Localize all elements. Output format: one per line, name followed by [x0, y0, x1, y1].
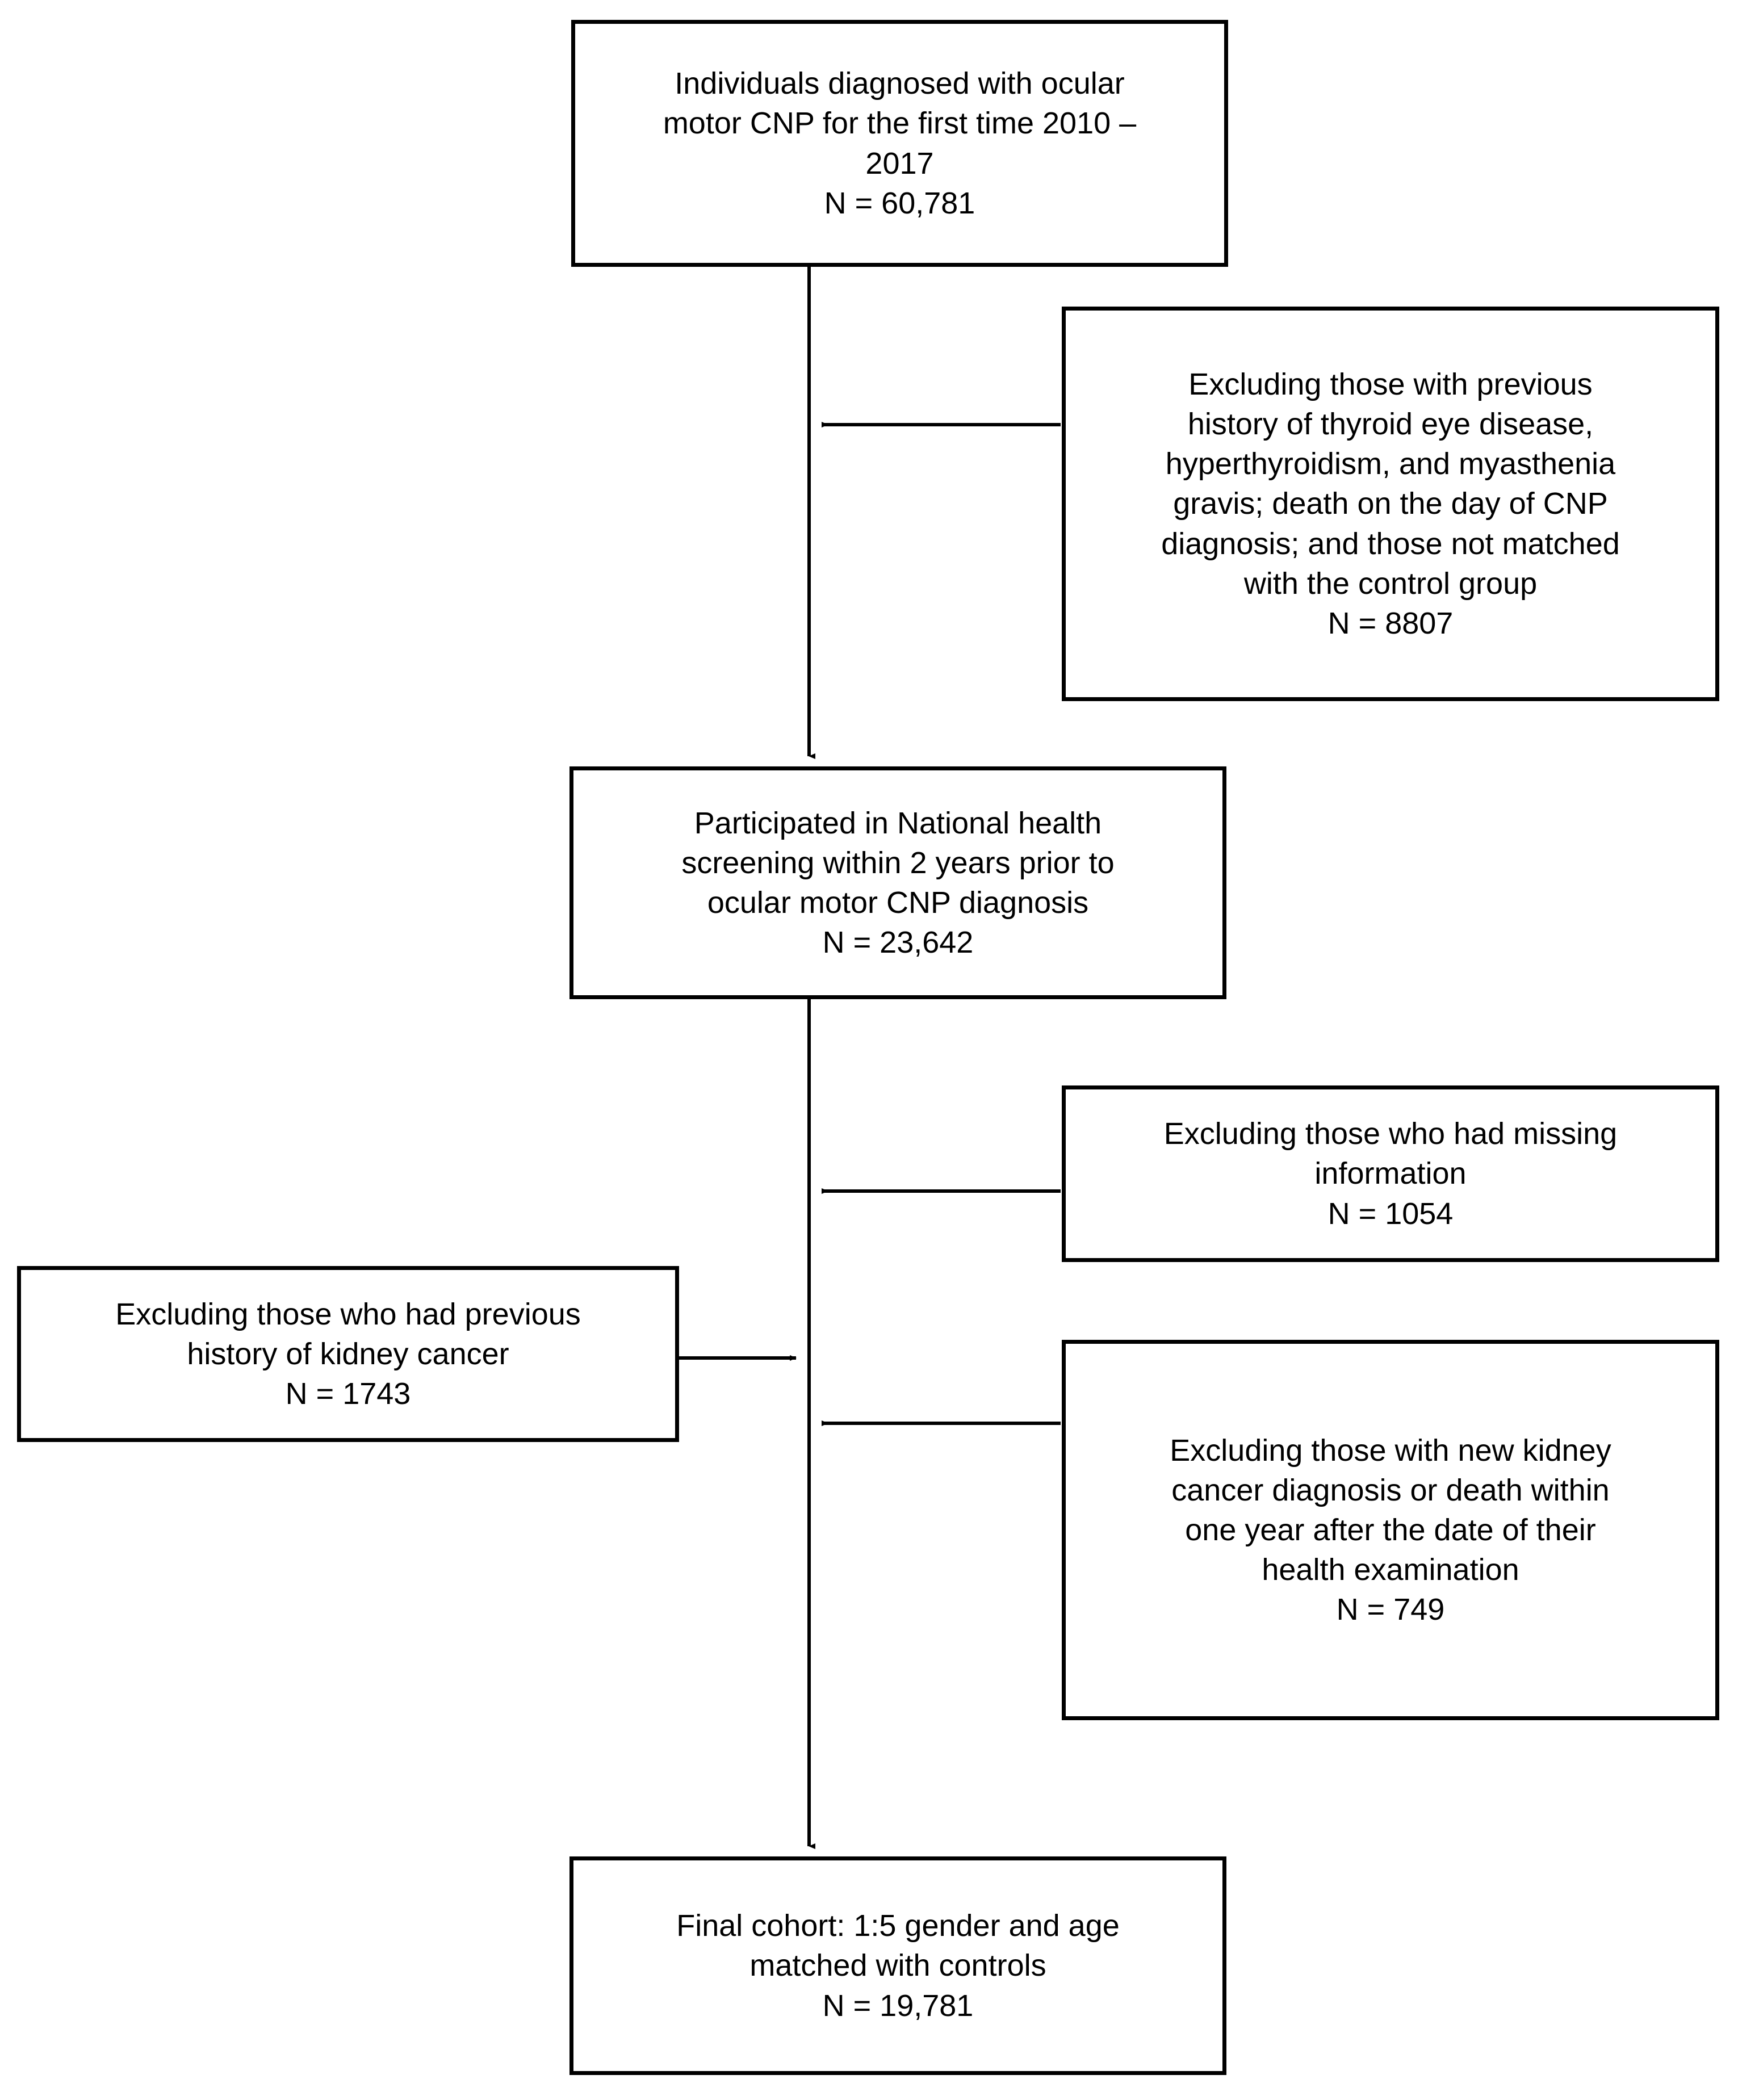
- node-excl-history-line-3: hyperthyroidism, and myasthenia: [1165, 447, 1616, 481]
- node-final-count: N = 19,781: [822, 1988, 974, 2023]
- node-excl-history-line-5: diagnosis; and those not matched: [1161, 526, 1620, 561]
- node-final-cohort: Final cohort: 1:5 gender and age matched…: [569, 1856, 1226, 2075]
- node-exclusion-previous-history: Excluding those with previous history of…: [1062, 307, 1719, 701]
- node-source-cohort: Individuals diagnosed with ocular motor …: [571, 20, 1228, 267]
- node-excl-new-ca-count: N = 749: [1336, 1592, 1445, 1627]
- node-excl-history-count: N = 8807: [1327, 606, 1454, 640]
- node-excl-history-line-4: gravis; death on the day of CNP: [1173, 487, 1608, 521]
- node-excl-new-ca-line-1: Excluding those with new kidney: [1170, 1433, 1611, 1468]
- node-excl-missing-line-1: Excluding those who had missing: [1163, 1117, 1618, 1151]
- node-excl-prev-ca-line-1: Excluding those who had previous: [115, 1297, 581, 1331]
- node-final-line-1: Final cohort: 1:5 gender and age: [676, 1909, 1120, 1943]
- node-exclusion-missing-information: Excluding those who had missing informat…: [1062, 1085, 1719, 1262]
- node-exclusion-new-kidney-cancer-or-death: Excluding those with new kidney cancer d…: [1062, 1340, 1719, 1720]
- node-source-count: N = 60,781: [824, 186, 975, 220]
- node-screening-count: N = 23,642: [822, 925, 974, 960]
- node-health-screening-cohort: Participated in National health screenin…: [569, 766, 1226, 999]
- node-excl-missing-count: N = 1054: [1327, 1196, 1454, 1231]
- node-excl-prev-ca-line-2: history of kidney cancer: [187, 1336, 509, 1371]
- node-excl-history-line-6: with the control group: [1243, 566, 1538, 601]
- node-excl-history-line-2: history of thyroid eye disease,: [1187, 407, 1594, 442]
- node-source-line-3: 2017: [865, 146, 934, 181]
- node-excl-prev-ca-count: N = 1743: [285, 1377, 411, 1411]
- node-screening-line-3: ocular motor CNP diagnosis: [707, 886, 1089, 920]
- node-excl-history-line-1: Excluding those with previous: [1188, 367, 1593, 401]
- node-excl-new-ca-line-2: cancer diagnosis or death within: [1171, 1473, 1610, 1507]
- node-source-line-1: Individuals diagnosed with ocular: [675, 66, 1125, 101]
- node-excl-new-ca-line-4: health examination: [1262, 1553, 1519, 1587]
- node-source-line-2: motor CNP for the first time 2010 –: [663, 106, 1137, 141]
- node-screening-line-1: Participated in National health: [694, 806, 1102, 840]
- node-excl-new-ca-line-3: one year after the date of their: [1185, 1512, 1596, 1547]
- node-excl-missing-line-2: information: [1314, 1156, 1467, 1191]
- node-final-line-2: matched with controls: [749, 1948, 1046, 1983]
- node-screening-line-2: screening within 2 years prior to: [681, 845, 1115, 880]
- node-exclusion-previous-kidney-cancer: Excluding those who had previous history…: [17, 1266, 679, 1442]
